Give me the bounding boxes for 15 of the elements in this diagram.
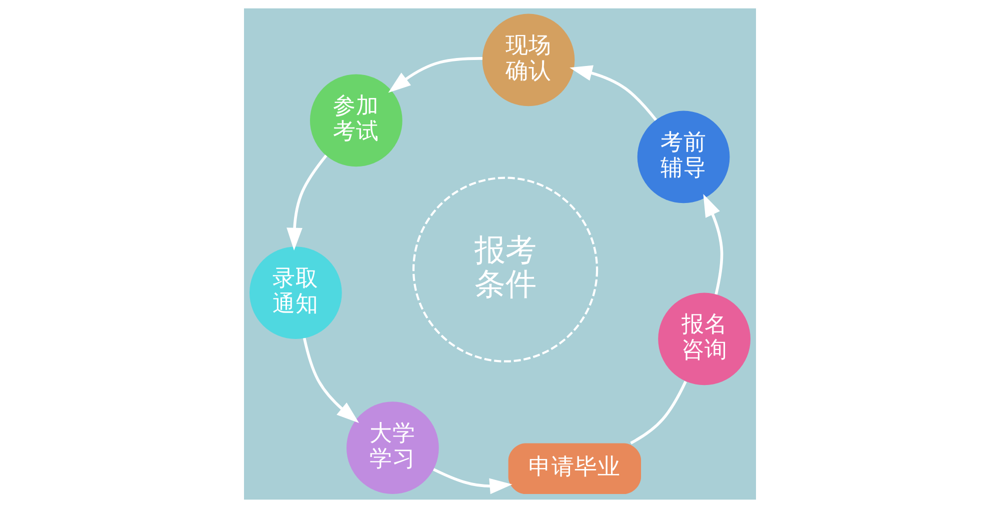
arrow [286, 154, 328, 250]
arrow [302, 338, 360, 424]
arrow [388, 57, 482, 93]
node-circle: 考前辅导 [637, 110, 730, 204]
node-circle: 参加考试 [310, 74, 402, 167]
node-circle: 录取通知 [250, 246, 342, 339]
connector [630, 380, 687, 444]
node-circle: 报名咨询 [658, 292, 750, 386]
arrow [570, 65, 658, 121]
node-circle: 报考条件 [412, 176, 598, 362]
node-box: 申请毕业 [508, 443, 642, 494]
node-circle: 大学学习 [346, 402, 439, 494]
arrow [703, 194, 724, 295]
node-circle: 现场确认 [482, 14, 575, 106]
arrow [432, 468, 512, 494]
